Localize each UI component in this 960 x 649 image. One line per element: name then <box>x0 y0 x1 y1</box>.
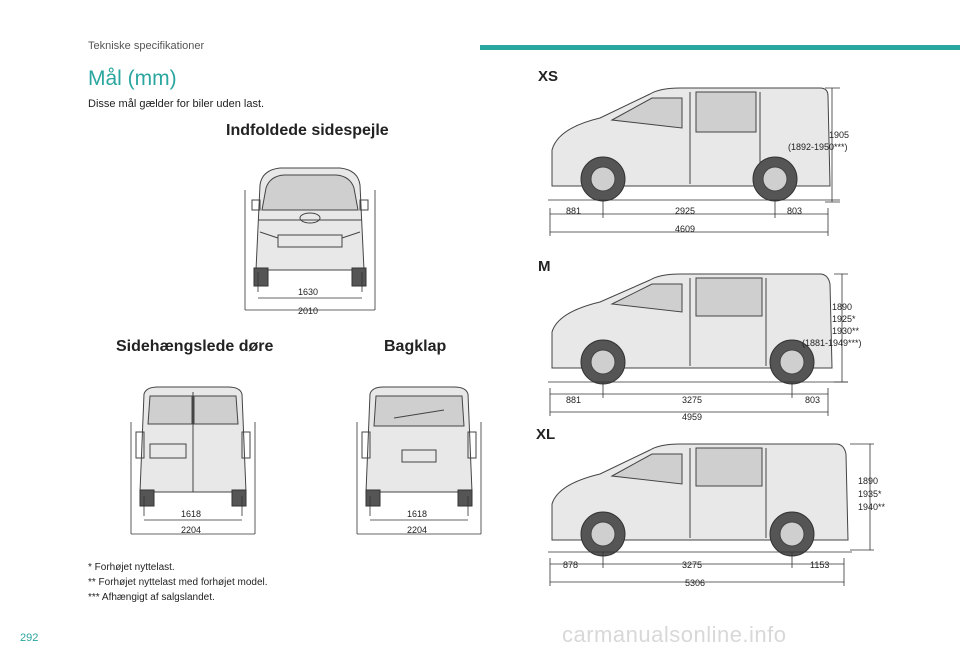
xl-length: 5306 <box>685 578 706 588</box>
front-view-drawing <box>244 167 376 311</box>
xl-height-1: 1890 <box>858 476 879 486</box>
front-width-inner: 1630 <box>298 287 319 297</box>
tailgate-heading: Bagklap <box>384 338 447 355</box>
vehicle-label-m: M <box>538 258 551 275</box>
m-rear-overhang: 803 <box>805 395 821 405</box>
tailgate-width-outer: 2204 <box>407 525 428 535</box>
section-header: Tekniske specifikationer <box>88 40 205 52</box>
xs-length: 4609 <box>675 224 696 234</box>
m-side-view-drawing <box>548 273 848 416</box>
m-height-1: 1890 <box>832 302 853 312</box>
vehicle-label-xs: XS <box>538 68 559 85</box>
tailgate-width-inner: 1618 <box>407 509 428 519</box>
side-doors-width-outer: 2204 <box>181 525 202 535</box>
footnotes: * Forhøjet nyttelast. ** Forhøjet nyttel… <box>88 560 268 605</box>
front-width-outer: 2010 <box>298 306 319 316</box>
m-front-overhang: 881 <box>566 395 582 405</box>
xs-side-view-drawing <box>548 87 840 236</box>
xs-rear-overhang: 803 <box>787 206 803 216</box>
side-doors-width-inner: 1618 <box>181 509 202 519</box>
xs-wheelbase: 2925 <box>675 206 696 216</box>
m-height-4: (1881-1949***) <box>802 338 862 348</box>
page-title: Mål (mm) <box>88 67 177 90</box>
xs-height-2: (1892-1950***) <box>788 142 848 152</box>
m-wheelbase: 3275 <box>682 395 703 405</box>
intro-text: Disse mål gælder for biler uden last. <box>88 98 265 110</box>
xs-front-overhang: 881 <box>566 206 582 216</box>
xl-height-2: 1935* <box>858 489 882 499</box>
m-height-2: 1925* <box>832 314 856 324</box>
m-height-3: 1930** <box>832 326 860 336</box>
xl-side-view-drawing <box>548 443 874 586</box>
tailgate-rear-drawing <box>356 386 482 535</box>
m-length: 4959 <box>682 412 703 422</box>
xl-height-3: 1940** <box>858 502 886 512</box>
watermark: carmanualsonline.info <box>562 622 787 647</box>
xl-front-overhang: 878 <box>563 560 579 570</box>
header-accent-bar <box>480 45 960 50</box>
xl-rear-overhang: 1153 <box>810 560 830 570</box>
side-doors-heading: Sidehængslede døre <box>116 338 274 355</box>
front-view-heading: Indfoldede sidespejle <box>226 122 389 139</box>
xs-height-1: 1905 <box>828 130 850 140</box>
side-doors-rear-drawing <box>130 386 256 535</box>
footnote-3: *** Afhængigt af salgslandet. <box>88 592 215 603</box>
page-number: 292 <box>20 632 39 644</box>
footnote-1: * Forhøjet nyttelast. <box>88 562 175 573</box>
vehicle-label-xl: XL <box>536 426 556 443</box>
xl-wheelbase: 3275 <box>682 560 703 570</box>
footnote-2: ** Forhøjet nyttelast med forhøjet model… <box>88 577 268 588</box>
